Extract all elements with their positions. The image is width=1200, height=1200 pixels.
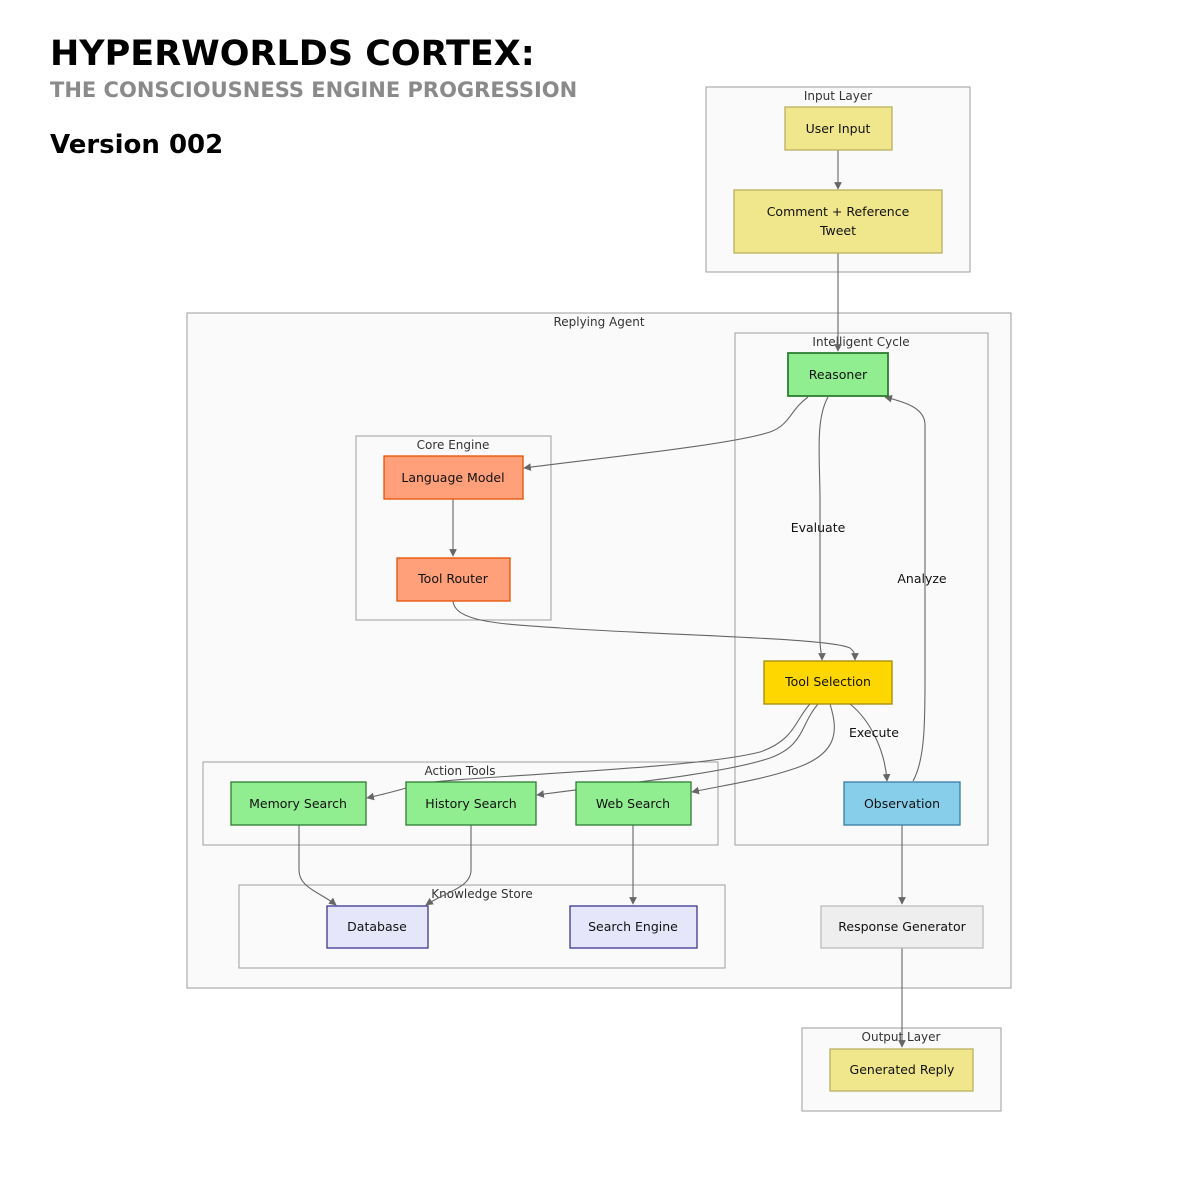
- cluster-label-knowledge-store: Knowledge Store: [431, 887, 533, 901]
- edge-history-search-to-database: [425, 825, 472, 906]
- cluster-label-replying-agent: Replying Agent: [553, 315, 644, 329]
- cluster-label-input-layer: Input Layer: [804, 89, 872, 103]
- cluster-label-output-layer: Output Layer: [862, 1030, 941, 1044]
- page-subtitle: THE CONSCIOUSNESS ENGINE PROGRESSION: [50, 78, 578, 102]
- node-label-reasoner: Reasoner: [809, 367, 868, 382]
- node-label-history-search: History Search: [425, 796, 516, 811]
- edge-label-execute: Execute: [849, 725, 899, 740]
- node-memory-search[interactable]: Memory Search: [230, 781, 367, 826]
- node-label-user-input: User Input: [806, 121, 871, 136]
- node-label-language-model: Language Model: [401, 470, 504, 485]
- node-label-memory-search: Memory Search: [249, 796, 347, 811]
- node-label-generated-reply: Generated Reply: [850, 1062, 956, 1077]
- edge-tool-router-to-tool-selection: [452, 600, 859, 661]
- node-label-response-generator: Response Generator: [838, 919, 966, 934]
- edge-reasoner-to-tool-selection: [818, 396, 829, 661]
- node-label-search-engine: Search Engine: [588, 919, 678, 934]
- cluster-label-action-tools: Action Tools: [425, 764, 496, 778]
- edge-memory-search-to-database: [298, 825, 337, 906]
- edge-tool-selection-to-web-search: [691, 703, 835, 795]
- edge-label-evaluate: Evaluate: [791, 520, 846, 535]
- cluster-label-intelligent-cycle: Intelligent Cycle: [812, 335, 909, 349]
- node-history-search[interactable]: History Search: [405, 781, 537, 826]
- node-response-generator[interactable]: Response Generator: [820, 905, 984, 949]
- node-reasoner[interactable]: Reasoner: [787, 352, 889, 397]
- node-label-comment-line2: Tweet: [819, 223, 856, 238]
- cluster-intelligent-cycle: Intelligent Cycle: [734, 332, 989, 846]
- node-database[interactable]: Database: [326, 905, 429, 949]
- edge-tool-selection-to-observation: [849, 703, 891, 782]
- version-label: Version 002: [50, 130, 224, 160]
- node-label-comment-line1: Comment + Reference: [767, 204, 910, 219]
- node-observation[interactable]: Observation: [843, 781, 961, 826]
- node-label-tool-selection: Tool Selection: [784, 674, 871, 689]
- edge-observation-to-reasoner: [884, 394, 926, 782]
- node-generated-reply[interactable]: Generated Reply: [829, 1048, 974, 1092]
- node-search-engine[interactable]: Search Engine: [569, 905, 698, 949]
- node-tool-selection[interactable]: Tool Selection: [763, 660, 893, 705]
- node-label-observation: Observation: [864, 796, 940, 811]
- node-comment-reference-tweet[interactable]: Comment + Reference Tweet: [733, 189, 943, 254]
- edge-reasoner-to-language-model: [523, 396, 809, 471]
- node-label-database: Database: [347, 919, 407, 934]
- node-label-web-search: Web Search: [596, 796, 670, 811]
- page-title: HYPERWORLDS CORTEX:: [50, 34, 535, 74]
- node-label-tool-router: Tool Router: [417, 571, 489, 586]
- node-user-input[interactable]: User Input: [784, 106, 893, 151]
- node-web-search[interactable]: Web Search: [575, 781, 692, 826]
- cluster-label-core-engine: Core Engine: [417, 438, 490, 452]
- node-tool-router[interactable]: Tool Router: [396, 557, 511, 602]
- node-language-model[interactable]: Language Model: [383, 455, 524, 500]
- edge-label-analyze: Analyze: [897, 571, 947, 586]
